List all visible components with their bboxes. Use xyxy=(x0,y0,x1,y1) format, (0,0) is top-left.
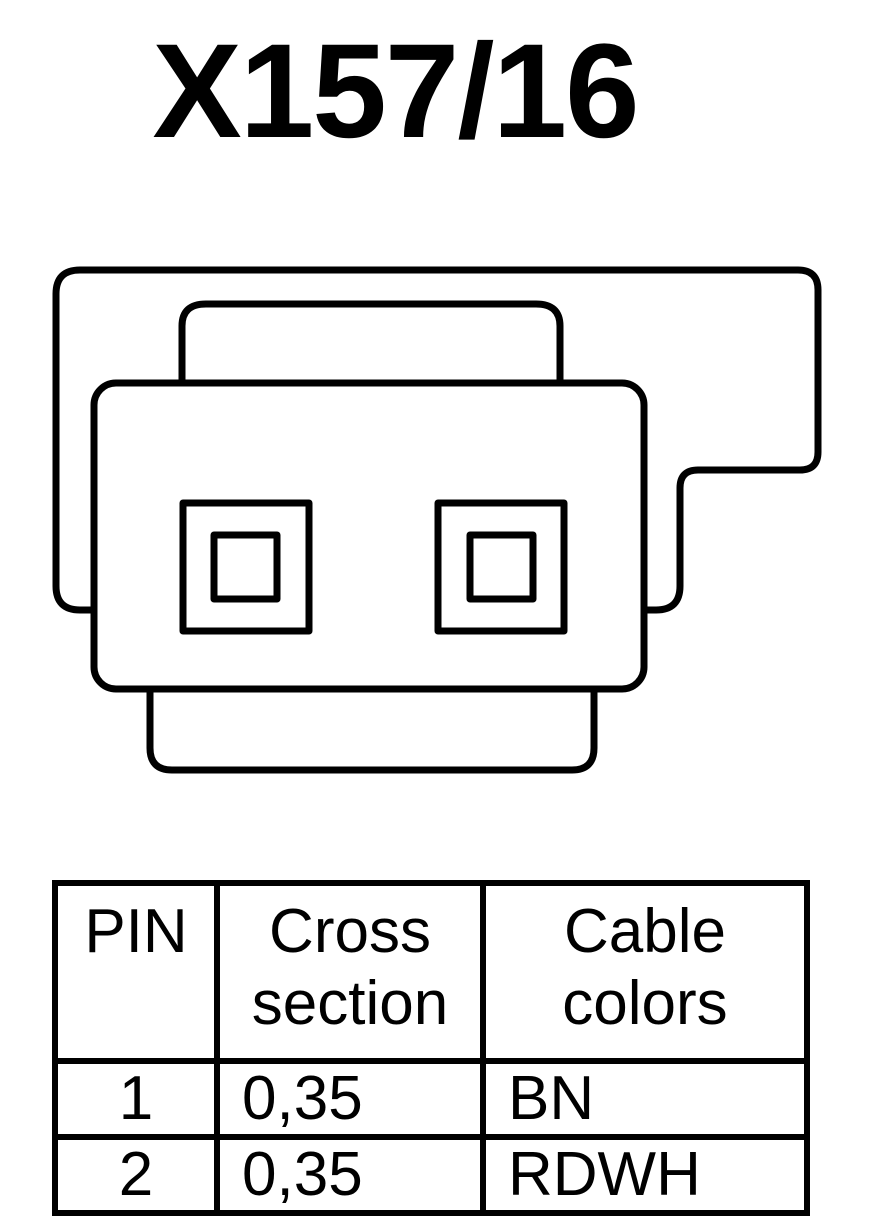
pin-cavity-2-inner xyxy=(466,531,537,603)
pin-assignment-table: PIN Cross section Cable colors 1 0,35 BN… xyxy=(52,880,810,1216)
header-cross-section: Cross section xyxy=(214,880,486,1064)
pin-cavity-2 xyxy=(434,499,568,635)
pin-cavity-1-inner xyxy=(210,531,281,603)
pin-cavity-2-outer xyxy=(434,499,568,635)
pin-cavity-1-outer xyxy=(179,499,313,635)
header-cross-section-line-2: section xyxy=(251,969,449,1038)
pin-number: 1 xyxy=(52,1058,220,1140)
connector-top-tab xyxy=(178,300,564,385)
header-cable-colors: Cable colors xyxy=(480,880,810,1064)
header-cable-colors-line-2: colors xyxy=(562,969,728,1038)
header-cable-colors-line-1: Cable xyxy=(564,897,726,966)
connector-front-face xyxy=(90,379,648,693)
cross-section-value: 0,35 xyxy=(214,1134,486,1216)
table-header-row: PIN Cross section Cable colors xyxy=(52,880,810,1064)
connector-bottom-tab xyxy=(146,689,598,774)
connector-title: X157/16 xyxy=(152,17,639,166)
cross-section-value: 0,35 xyxy=(214,1058,486,1140)
pin-number: 2 xyxy=(52,1134,220,1216)
cable-color-value: BN xyxy=(480,1058,810,1140)
pin-cavity-1 xyxy=(179,499,313,635)
connector-diagram xyxy=(52,266,822,774)
table-row: 2 0,35 RDWH xyxy=(52,1134,810,1216)
connector-housing-outline xyxy=(52,266,822,614)
header-cross-section-line-1: Cross xyxy=(269,897,431,966)
header-pin: PIN xyxy=(52,880,220,1064)
cable-color-value: RDWH xyxy=(480,1134,810,1216)
header-pin-line-1: PIN xyxy=(84,897,188,966)
table-row: 1 0,35 BN xyxy=(52,1058,810,1140)
